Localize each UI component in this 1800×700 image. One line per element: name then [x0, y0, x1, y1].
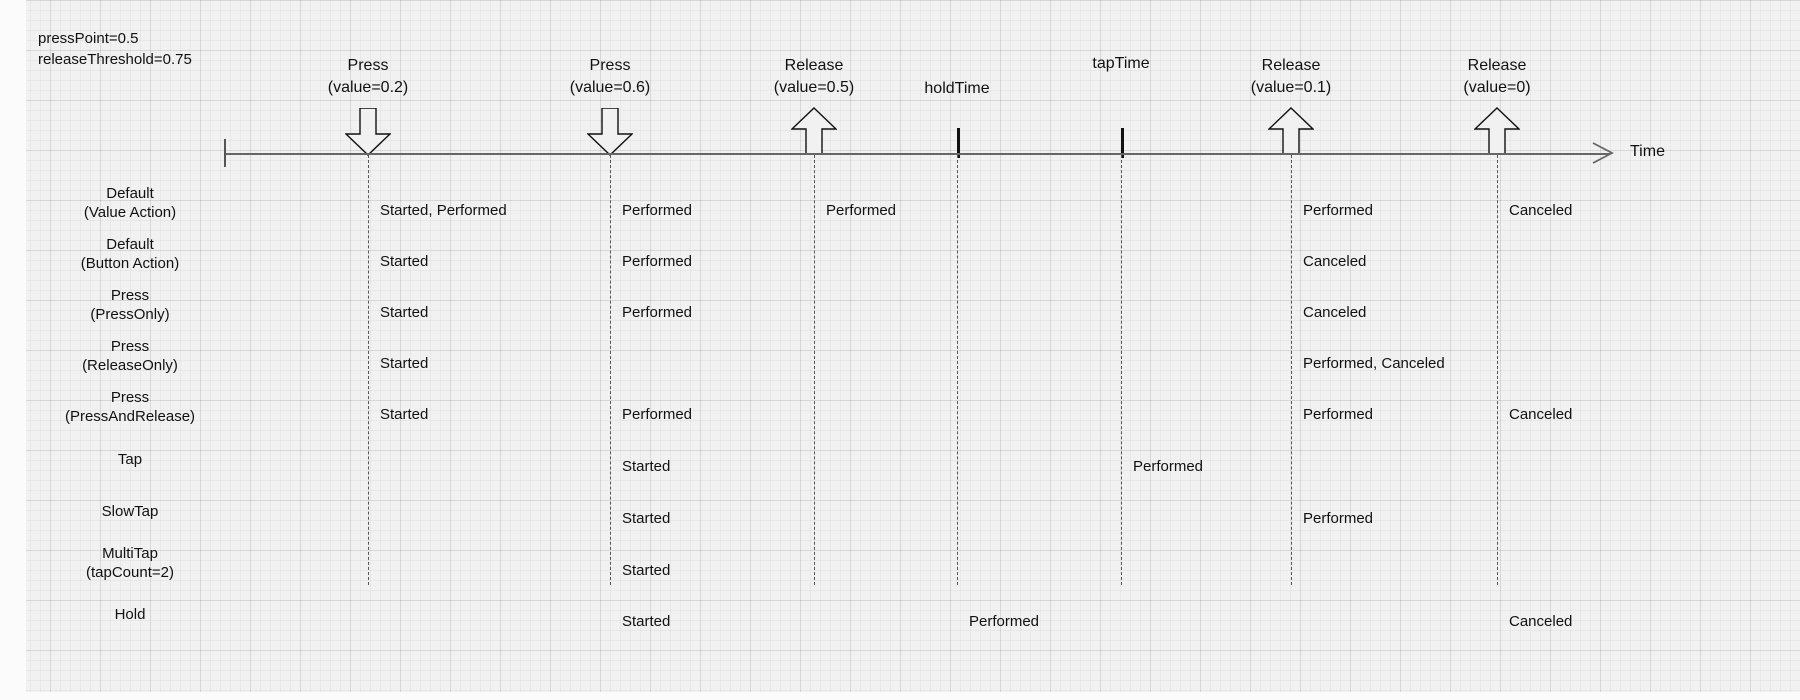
row-label-3: Press (ReleaseOnly) [82, 338, 178, 374]
time-axis-arrowhead [1592, 142, 1614, 164]
axis-tick-holdtime [957, 128, 960, 158]
row-2-cell-1: Performed [622, 304, 693, 321]
marker-label-release-0-1: Release (value=0.1) [1250, 57, 1332, 96]
row-0-cell-0: Started, Performed [380, 202, 507, 219]
guide-line-release-0-1 [1291, 155, 1292, 585]
row-label-6: SlowTap [101, 503, 159, 520]
row-0-cell-4: Canceled [1509, 202, 1573, 219]
row-1-cell-0: Started [380, 253, 429, 270]
guide-line-release-0-5 [814, 155, 815, 585]
row-6-cell-1: Performed [1303, 510, 1374, 527]
parameters-note: pressPoint=0.5 releaseThreshold=0.75 [38, 30, 192, 68]
row-label-4: Press (PressAndRelease) [64, 389, 196, 425]
axis-tick-taptime [1121, 128, 1124, 158]
guide-line-press-0-6 [610, 155, 611, 585]
row-5-cell-1: Performed [1133, 458, 1204, 475]
marker-label-release-0: Release (value=0) [1463, 57, 1531, 96]
canvas-left-edge [0, 0, 26, 700]
marker-label-release-0-5: Release (value=0.5) [773, 57, 855, 96]
row-label-5: Tap [117, 451, 143, 468]
row-4-cell-2: Performed [1303, 406, 1374, 423]
press-down-arrow-icon-press-0-6 [587, 108, 633, 156]
marker-label-holdtime: holdTime [924, 80, 990, 97]
row-6-cell-0: Started [622, 510, 671, 527]
row-label-1: Default (Button Action) [80, 236, 180, 272]
row-5-cell-0: Started [622, 458, 671, 475]
time-axis-start-tick [224, 139, 226, 167]
guide-line-release-0 [1497, 155, 1498, 585]
row-4-cell-1: Performed [622, 406, 693, 423]
row-7-cell-0: Started [622, 562, 671, 579]
marker-label-taptime: tapTime [1092, 55, 1150, 72]
time-axis-label: Time [1630, 143, 1665, 160]
guide-line-press-0-2 [368, 155, 369, 585]
row-4-cell-0: Started [380, 406, 429, 423]
press-down-arrow-icon-press-0-2 [345, 108, 391, 156]
row-3-cell-1: Performed, Canceled [1303, 355, 1445, 372]
canvas-bottom-edge [0, 692, 1800, 700]
guide-line-holdtime [957, 155, 958, 585]
marker-label-press-0-2: Press (value=0.2) [327, 57, 409, 96]
row-1-cell-1: Performed [622, 253, 693, 270]
guide-line-taptime [1121, 155, 1122, 585]
time-axis-line [224, 153, 1610, 155]
row-2-cell-2: Canceled [1303, 304, 1367, 321]
marker-label-press-0-6: Press (value=0.6) [569, 57, 651, 96]
release-up-arrow-icon-release-0-5 [791, 107, 837, 155]
row-label-0: Default (Value Action) [83, 185, 177, 221]
row-0-cell-3: Performed [1303, 202, 1374, 219]
row-1-cell-2: Canceled [1303, 253, 1367, 270]
row-label-2: Press (PressOnly) [90, 287, 170, 323]
row-8-cell-1: Performed [969, 613, 1040, 630]
row-8-cell-0: Started [622, 613, 671, 630]
row-label-7: MultiTap (tapCount=2) [86, 545, 174, 581]
row-label-8: Hold [114, 606, 146, 623]
release-up-arrow-icon-release-0-1 [1268, 107, 1314, 155]
row-0-cell-1: Performed [622, 202, 693, 219]
release-up-arrow-icon-release-0 [1474, 107, 1520, 155]
row-2-cell-0: Started [380, 304, 429, 321]
row-0-cell-2: Performed [826, 202, 897, 219]
row-4-cell-3: Canceled [1509, 406, 1573, 423]
row-3-cell-0: Started [380, 355, 429, 372]
row-8-cell-2: Canceled [1509, 613, 1573, 630]
